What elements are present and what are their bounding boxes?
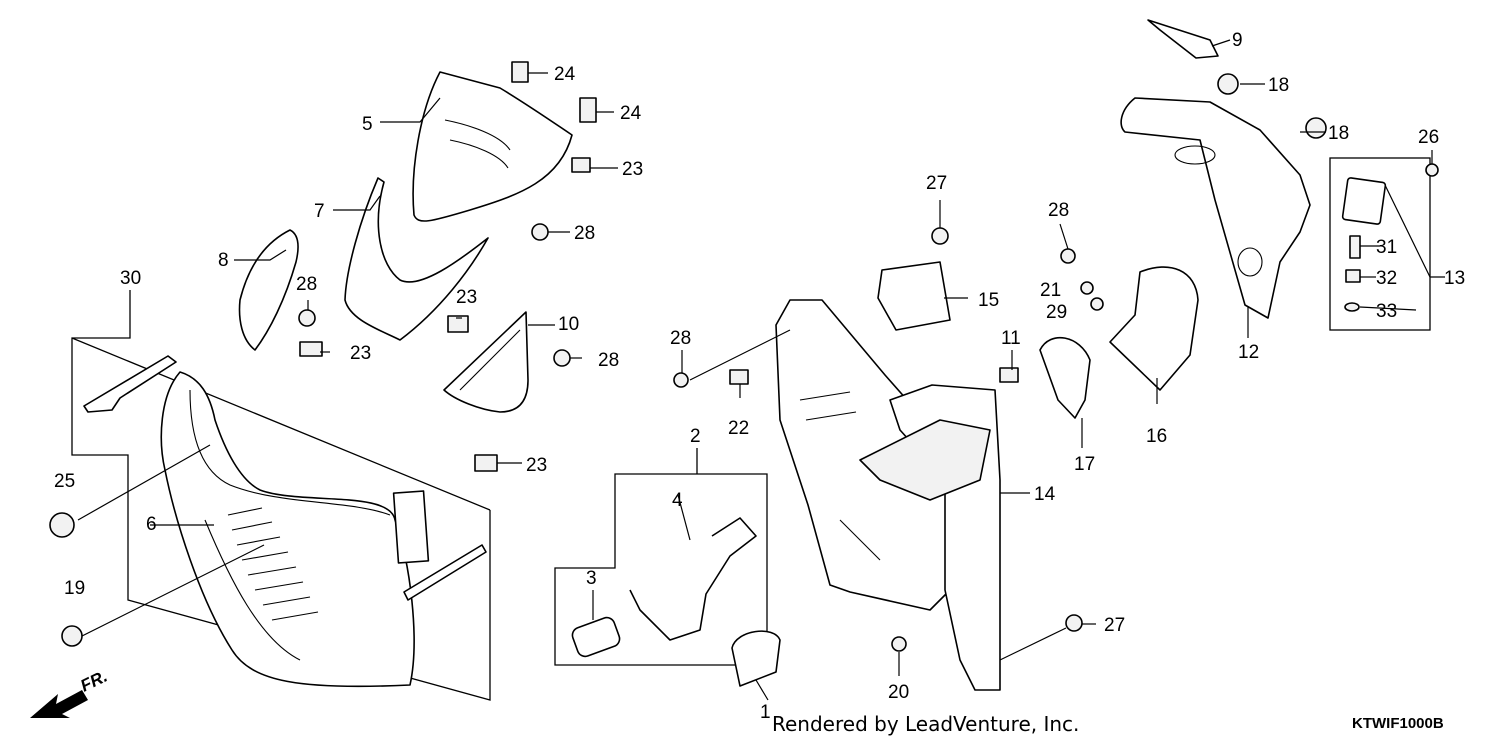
leader-lines: [77, 39, 1445, 701]
part-14-inner-panel: [775, 299, 1001, 691]
part-10-lower-cover: [443, 311, 529, 413]
callout-23c: 23: [350, 343, 371, 364]
callout-28b: 28: [296, 274, 317, 295]
cover-grille: [227, 507, 319, 621]
part-1-cap: [731, 630, 781, 687]
callout-18b: 18: [1328, 123, 1349, 144]
part-8-side-molding: [238, 229, 299, 351]
callout-12: 12: [1238, 342, 1259, 363]
callout-9: 9: [1232, 30, 1243, 51]
callout-28e: 28: [1048, 200, 1069, 221]
callout-10: 10: [558, 314, 579, 335]
callout-24a: 24: [554, 64, 576, 85]
part-13-bracket: [1341, 177, 1387, 225]
emblem-strip-lower: [403, 544, 487, 601]
assembly-box-13: [1329, 157, 1431, 331]
callout-labels: 1 2 3 4 5 6 7 8 9 10 11 12 13 14 15 16 1…: [54, 30, 1465, 723]
part-17-seal: [1039, 336, 1091, 419]
callout-15: 15: [978, 290, 999, 311]
callout-8: 8: [218, 250, 229, 271]
callout-26: 26: [1418, 127, 1439, 148]
callout-20: 20: [888, 682, 909, 703]
callout-32: 32: [1376, 268, 1397, 289]
part-16-boot: [1109, 266, 1199, 391]
callout-17: 17: [1074, 454, 1095, 475]
callout-24b: 24: [620, 103, 642, 124]
callout-5: 5: [362, 114, 373, 135]
callout-18a: 18: [1268, 75, 1289, 96]
part-7-center-trim: [344, 177, 489, 341]
front-direction-arrow-icon: FR.: [30, 667, 110, 718]
diagram-code: KTWIF1000B: [1352, 715, 1444, 732]
callout-16: 16: [1146, 426, 1167, 447]
part-9-tab: [1147, 19, 1219, 59]
callout-2: 2: [690, 426, 701, 447]
emblem-strip-upper: [83, 355, 177, 413]
callout-23b: 23: [456, 287, 477, 308]
callout-25: 25: [54, 471, 75, 492]
part-15-lid: [877, 261, 951, 331]
assembly-box-2: [554, 448, 768, 666]
callout-30: 30: [120, 268, 141, 289]
callout-7: 7: [314, 201, 325, 222]
part-5-upper-cover: [412, 71, 573, 222]
callout-23a: 23: [622, 159, 643, 180]
callout-3: 3: [586, 568, 597, 589]
assembly-box-30: [71, 290, 491, 701]
part-4-cable: [629, 517, 757, 641]
part-3-socket: [571, 616, 621, 658]
callout-21: 21: [1040, 280, 1061, 301]
callout-13: 13: [1444, 268, 1465, 289]
callout-29: 29: [1046, 302, 1067, 323]
part-6-front-cover: [160, 371, 415, 688]
footer-credit: Rendered by LeadVenture, Inc.: [772, 712, 1079, 736]
callout-27b: 27: [1104, 615, 1125, 636]
callout-33: 33: [1376, 301, 1397, 322]
part-12-rear-panel: [1120, 97, 1311, 319]
callout-28a: 28: [574, 223, 595, 244]
callout-19: 19: [64, 578, 85, 599]
fasteners: [49, 61, 1439, 652]
callout-11: 11: [1001, 328, 1021, 349]
callout-23d: 23: [526, 455, 547, 476]
callout-1: 1: [760, 702, 771, 723]
callout-4: 4: [672, 490, 683, 511]
callout-6: 6: [146, 514, 157, 535]
callout-27a: 27: [926, 173, 947, 194]
callout-31: 31: [1376, 237, 1397, 258]
callout-14: 14: [1034, 484, 1056, 505]
callout-28d: 28: [670, 328, 691, 349]
callout-22: 22: [728, 418, 749, 439]
callout-28c: 28: [598, 350, 619, 371]
side-panel-strip: [392, 490, 430, 564]
